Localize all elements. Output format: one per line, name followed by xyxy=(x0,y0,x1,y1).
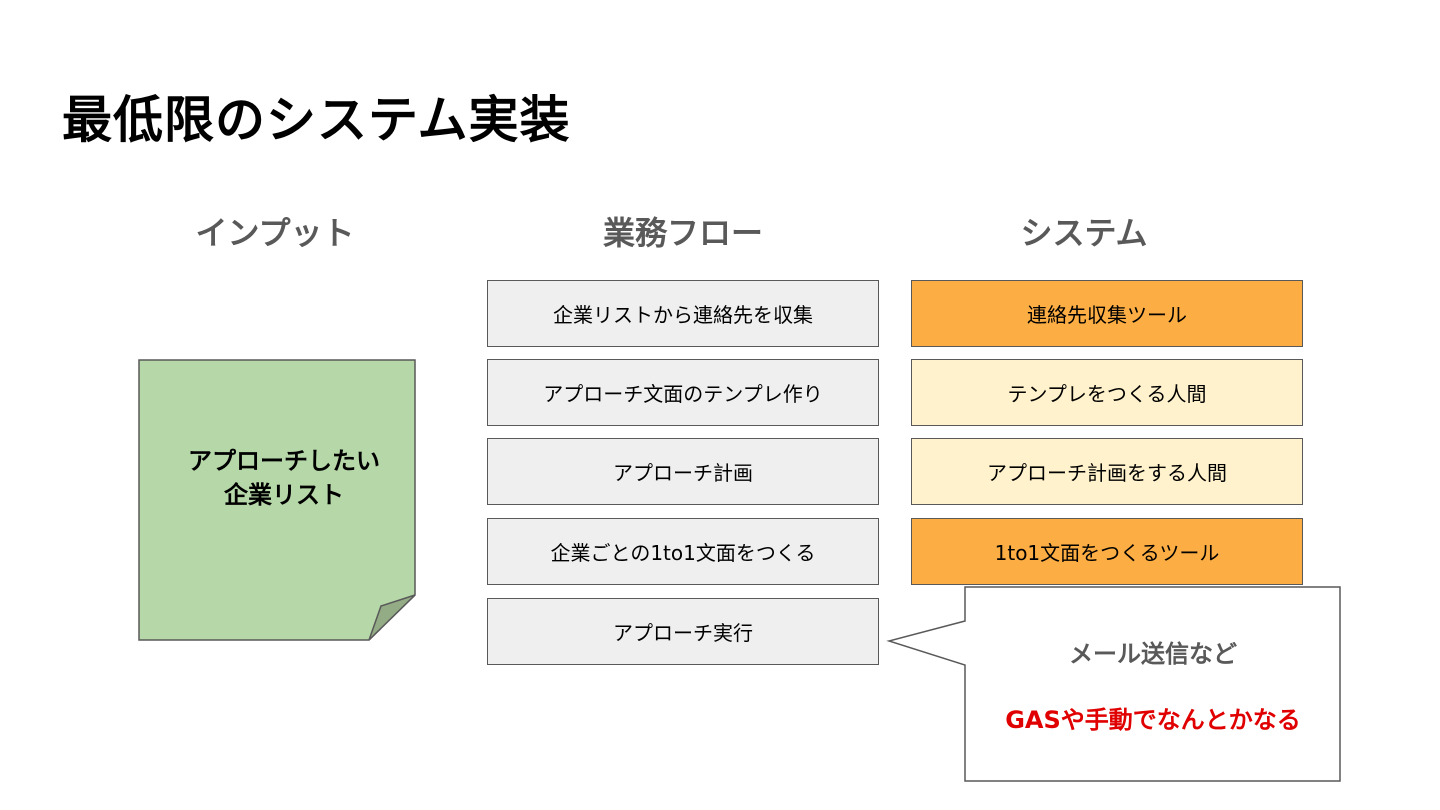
input-sticky-note xyxy=(138,359,416,641)
callout-bubble xyxy=(886,586,1341,782)
input-note-line2: 企業リスト xyxy=(224,481,344,509)
callout-main-text: メール送信など xyxy=(1069,640,1237,668)
system-1to1-tool: 1to1文面をつくるツール xyxy=(911,518,1303,585)
column-header-flow: 業務フロー xyxy=(602,214,763,252)
system-template-human: テンプレをつくる人間 xyxy=(911,359,1303,426)
system-contact-tool: 連絡先収集ツール xyxy=(911,280,1303,347)
column-header-system: システム xyxy=(1020,214,1148,252)
system-plan-human: アプローチ計画をする人間 xyxy=(911,438,1303,505)
callout-sub-text: GASや手動でなんとかなる xyxy=(1005,706,1301,734)
flow-step-collect-contacts: 企業リストから連絡先を収集 xyxy=(487,280,879,347)
input-note-text: アプローチしたい 企業リスト xyxy=(140,444,428,512)
flow-step-template: アプローチ文面のテンプレ作り xyxy=(487,359,879,426)
flow-step-execute: アプローチ実行 xyxy=(487,598,879,665)
input-note-line1: アプローチしたい xyxy=(188,447,380,475)
flow-step-plan: アプローチ計画 xyxy=(487,438,879,505)
column-header-input: インプット xyxy=(195,214,355,252)
flow-step-1to1-text: 企業ごとの1to1文面をつくる xyxy=(487,518,879,585)
page-title: 最低限のシステム実装 xyxy=(62,91,571,149)
